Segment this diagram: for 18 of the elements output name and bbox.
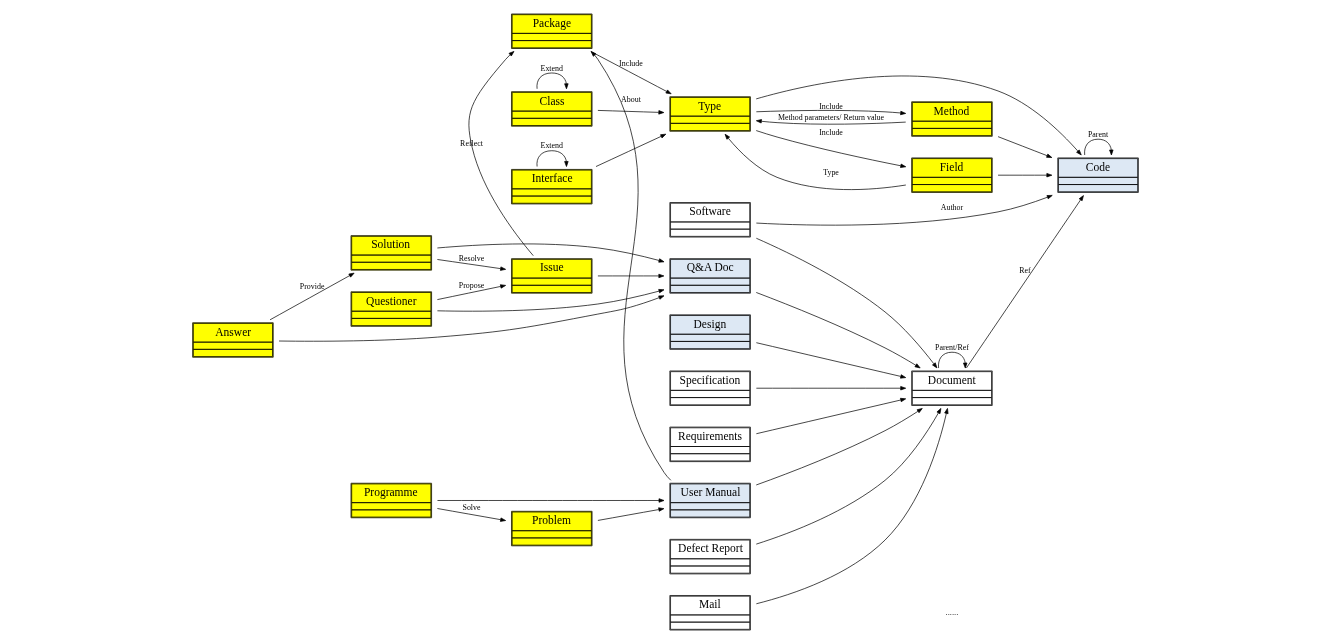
edge-label: Resolve — [458, 253, 484, 263]
edge-label: Ref — [1018, 265, 1031, 275]
edge-label: Include — [818, 101, 843, 111]
edge-label: Include — [618, 58, 643, 68]
edge-label: About — [620, 95, 641, 105]
edge-label: Method parameters/ Return value — [777, 113, 884, 123]
edge-label: Provide — [299, 281, 324, 291]
label: ...... — [944, 607, 958, 617]
edge-label: Propose — [458, 281, 484, 291]
edge-label: Include — [818, 127, 843, 137]
edge-label: Extend — [540, 141, 563, 151]
edge-label: Type — [822, 168, 839, 178]
edge-label: Parent — [1087, 129, 1108, 139]
edge-label: Solve — [462, 503, 481, 513]
edge-label: Extend — [540, 63, 563, 73]
edge-label: Parent/Ref — [934, 342, 969, 352]
edge-label: Reflect — [459, 138, 483, 148]
edge-label: Author — [940, 202, 963, 212]
